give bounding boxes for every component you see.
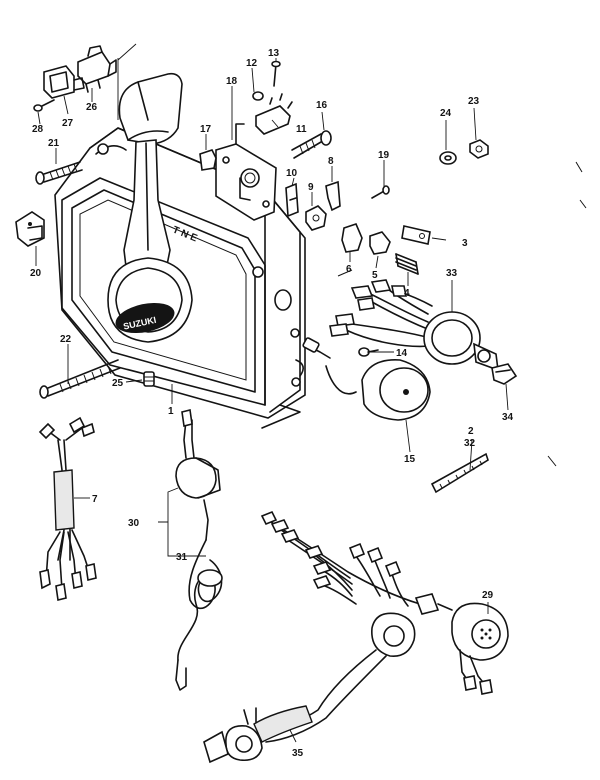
callout-35: 35 — [292, 748, 304, 759]
callout-12: 12 — [246, 58, 258, 69]
callout-3: 3 — [462, 238, 468, 249]
screw-21 — [35, 161, 83, 185]
block-5 — [369, 231, 391, 255]
callout-33: 33 — [446, 268, 458, 279]
callout-labels: 1 2 3 4 5 6 7 8 9 10 11 12 13 14 15 16 1… — [30, 48, 514, 759]
clip-8 — [325, 180, 341, 212]
callout-27: 27 — [62, 118, 74, 129]
screw-28 — [33, 99, 55, 112]
nut-23 — [469, 139, 489, 159]
screw-13 — [271, 60, 281, 87]
decorative-marks — [337, 161, 587, 467]
callout-10: 10 — [286, 168, 298, 179]
callout-7: 7 — [92, 494, 98, 505]
callout-17: 17 — [200, 124, 212, 135]
leader-lines — [35, 43, 509, 743]
callout-14: 14 — [396, 348, 408, 359]
callout-32: 32 — [464, 438, 476, 449]
control-lever: SUZUKI — [107, 72, 193, 343]
callout-11: 11 — [296, 124, 307, 135]
ignition-switch-33 — [329, 279, 499, 372]
key-34 — [491, 363, 518, 385]
callout-34: 34 — [502, 412, 514, 423]
bolt-22 — [39, 359, 121, 399]
callout-26: 26 — [86, 102, 98, 113]
callout-13: 13 — [268, 48, 280, 59]
screw-14 — [358, 347, 379, 357]
harness-35 — [203, 510, 509, 764]
bracket-18 — [215, 123, 277, 221]
callout-18: 18 — [226, 76, 238, 87]
callout-5: 5 — [372, 270, 378, 281]
cable-tie-2 — [430, 452, 489, 494]
grommet-6 — [341, 223, 363, 253]
plate-3 — [401, 225, 431, 245]
harness-35-terminals — [260, 510, 402, 589]
connector-29 — [451, 602, 509, 695]
connector-pins — [329, 279, 407, 337]
bolt-16 — [291, 130, 332, 159]
lanyard-31 — [175, 539, 223, 691]
washer-12 — [252, 91, 264, 101]
block-17 — [199, 149, 217, 171]
nut-25 — [143, 371, 155, 387]
switch-cover-27 — [43, 65, 85, 99]
clip-10 — [285, 182, 299, 218]
washer-24 — [439, 151, 457, 165]
callout-22: 22 — [60, 334, 72, 345]
callout-9: 9 — [308, 182, 314, 193]
switch-26 — [77, 45, 117, 93]
callout-29: 29 — [482, 590, 494, 601]
callout-31: 31 — [176, 552, 188, 563]
plug-20 — [15, 211, 45, 247]
callout-28: 28 — [32, 124, 44, 135]
callout-21: 21 — [48, 138, 60, 149]
spring-4 — [395, 253, 419, 275]
buzzer-15 — [302, 337, 431, 421]
callout-8: 8 — [328, 156, 334, 167]
callout-23: 23 — [468, 96, 480, 107]
callout-6: 6 — [346, 264, 352, 275]
callout-2: 2 — [468, 426, 474, 437]
callout-15: 15 — [404, 454, 416, 465]
callout-20: 20 — [30, 268, 42, 279]
collar-9 — [305, 205, 327, 231]
callout-16: 16 — [316, 100, 328, 111]
microswitch-11 — [255, 93, 293, 135]
callout-30: 30 — [128, 518, 140, 529]
callout-4: 4 — [404, 288, 410, 299]
screw-19 — [371, 185, 390, 199]
harness-7 — [38, 416, 97, 601]
callout-25: 25 — [112, 378, 124, 389]
callout-19: 19 — [378, 150, 390, 161]
switch-30 — [175, 409, 221, 541]
callout-24: 24 — [440, 108, 452, 119]
callout-1: 1 — [168, 406, 174, 417]
